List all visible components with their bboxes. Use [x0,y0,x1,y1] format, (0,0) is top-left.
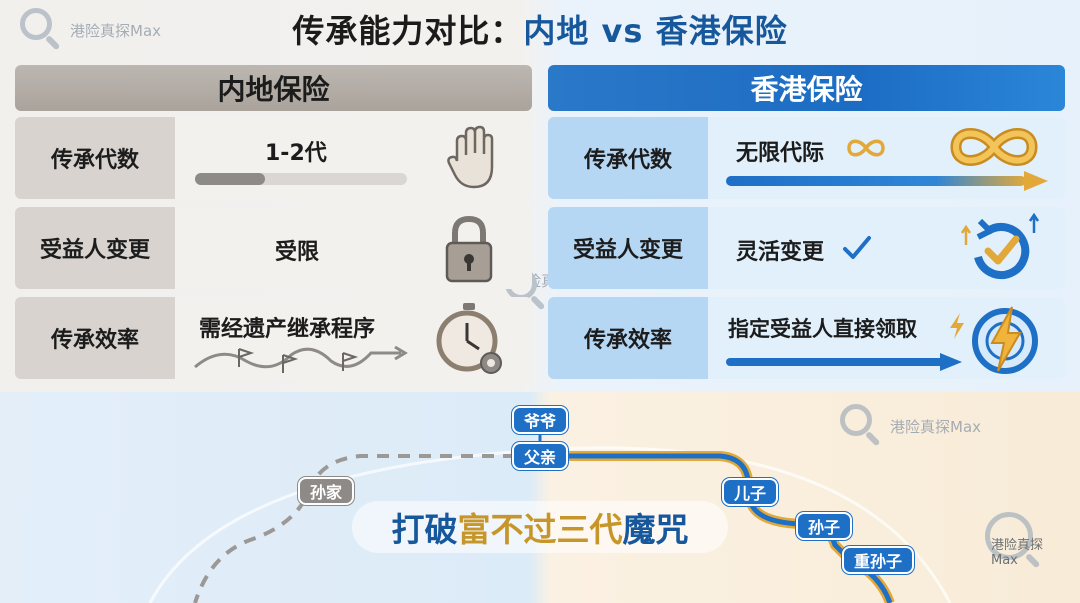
mainland-row-generations: 传承代数 1-2代 [15,117,532,199]
watermark-right-middle: 港险真探Max [840,404,981,448]
row-label: 受益人变更 [15,207,175,289]
stop-hand-icon [447,125,494,189]
row-label: 传承效率 [548,297,708,379]
straight-arrow-icon [726,353,962,371]
infinity-small-icon [847,139,885,157]
lightning-target-icon [972,306,1038,374]
padlock-icon [445,215,493,283]
slogan: 打破富不过三代魔咒 [352,501,728,553]
row-value: 需经遗产继承程序 [199,317,376,342]
checkmark-icon [843,236,871,259]
stopwatch-icon [436,303,502,374]
row-label: 传承代数 [548,117,708,199]
row-value: 受限 [275,240,320,265]
lightning-small-icon [950,313,964,339]
magnifier-icon [985,512,1045,572]
row-label: 传承效率 [15,297,175,379]
row-value: 无限代际 [736,141,825,166]
row-label: 受益人变更 [548,207,708,289]
badge-great-grandson: 重孙子 [842,546,915,574]
mainland-row-beneficiary: 受益人变更 受限 [15,207,532,289]
row-value: 1-2代 [265,141,327,166]
badge-grandfather: 爷爷 [512,406,569,434]
hongkong-row-generations: 传承代数 无限代际 [548,117,1065,199]
watermark-top-left: 港险真探Max [20,8,161,52]
hongkong-row-efficiency: 传承效率 指定受益人直接领取 [548,297,1065,379]
hongkong-row-beneficiary: 受益人变更 灵活变更 [548,207,1065,289]
winding-path-icon [194,345,408,373]
badge-grandchild-family: 孙家 [298,477,355,505]
row-value: 指定受益人直接领取 [728,317,917,341]
refresh-check-icon [960,212,1040,280]
infinity-large-icon [950,128,1038,166]
badge-son: 儿子 [722,478,779,506]
mainland-row-efficiency: 传承效率 需经遗产继承程序 [15,297,532,379]
row-value: 灵活变更 [736,240,825,265]
badge-grandson: 孙子 [796,512,853,540]
watermark-bottom-right: 港险真探Max [985,512,1045,572]
badge-father: 父亲 [512,442,569,470]
page-title: 传承能力对比：内地 vs 香港保险 [292,12,788,50]
mainland-header: 内地保险 [15,65,532,111]
magnifier-icon [840,404,884,448]
progress-fill [195,173,265,185]
row-label: 传承代数 [15,117,175,199]
progress-arrow-icon [726,171,1048,191]
hongkong-header: 香港保险 [548,65,1065,111]
magnifier-icon [20,8,64,52]
generation-progress-bar [195,173,407,185]
